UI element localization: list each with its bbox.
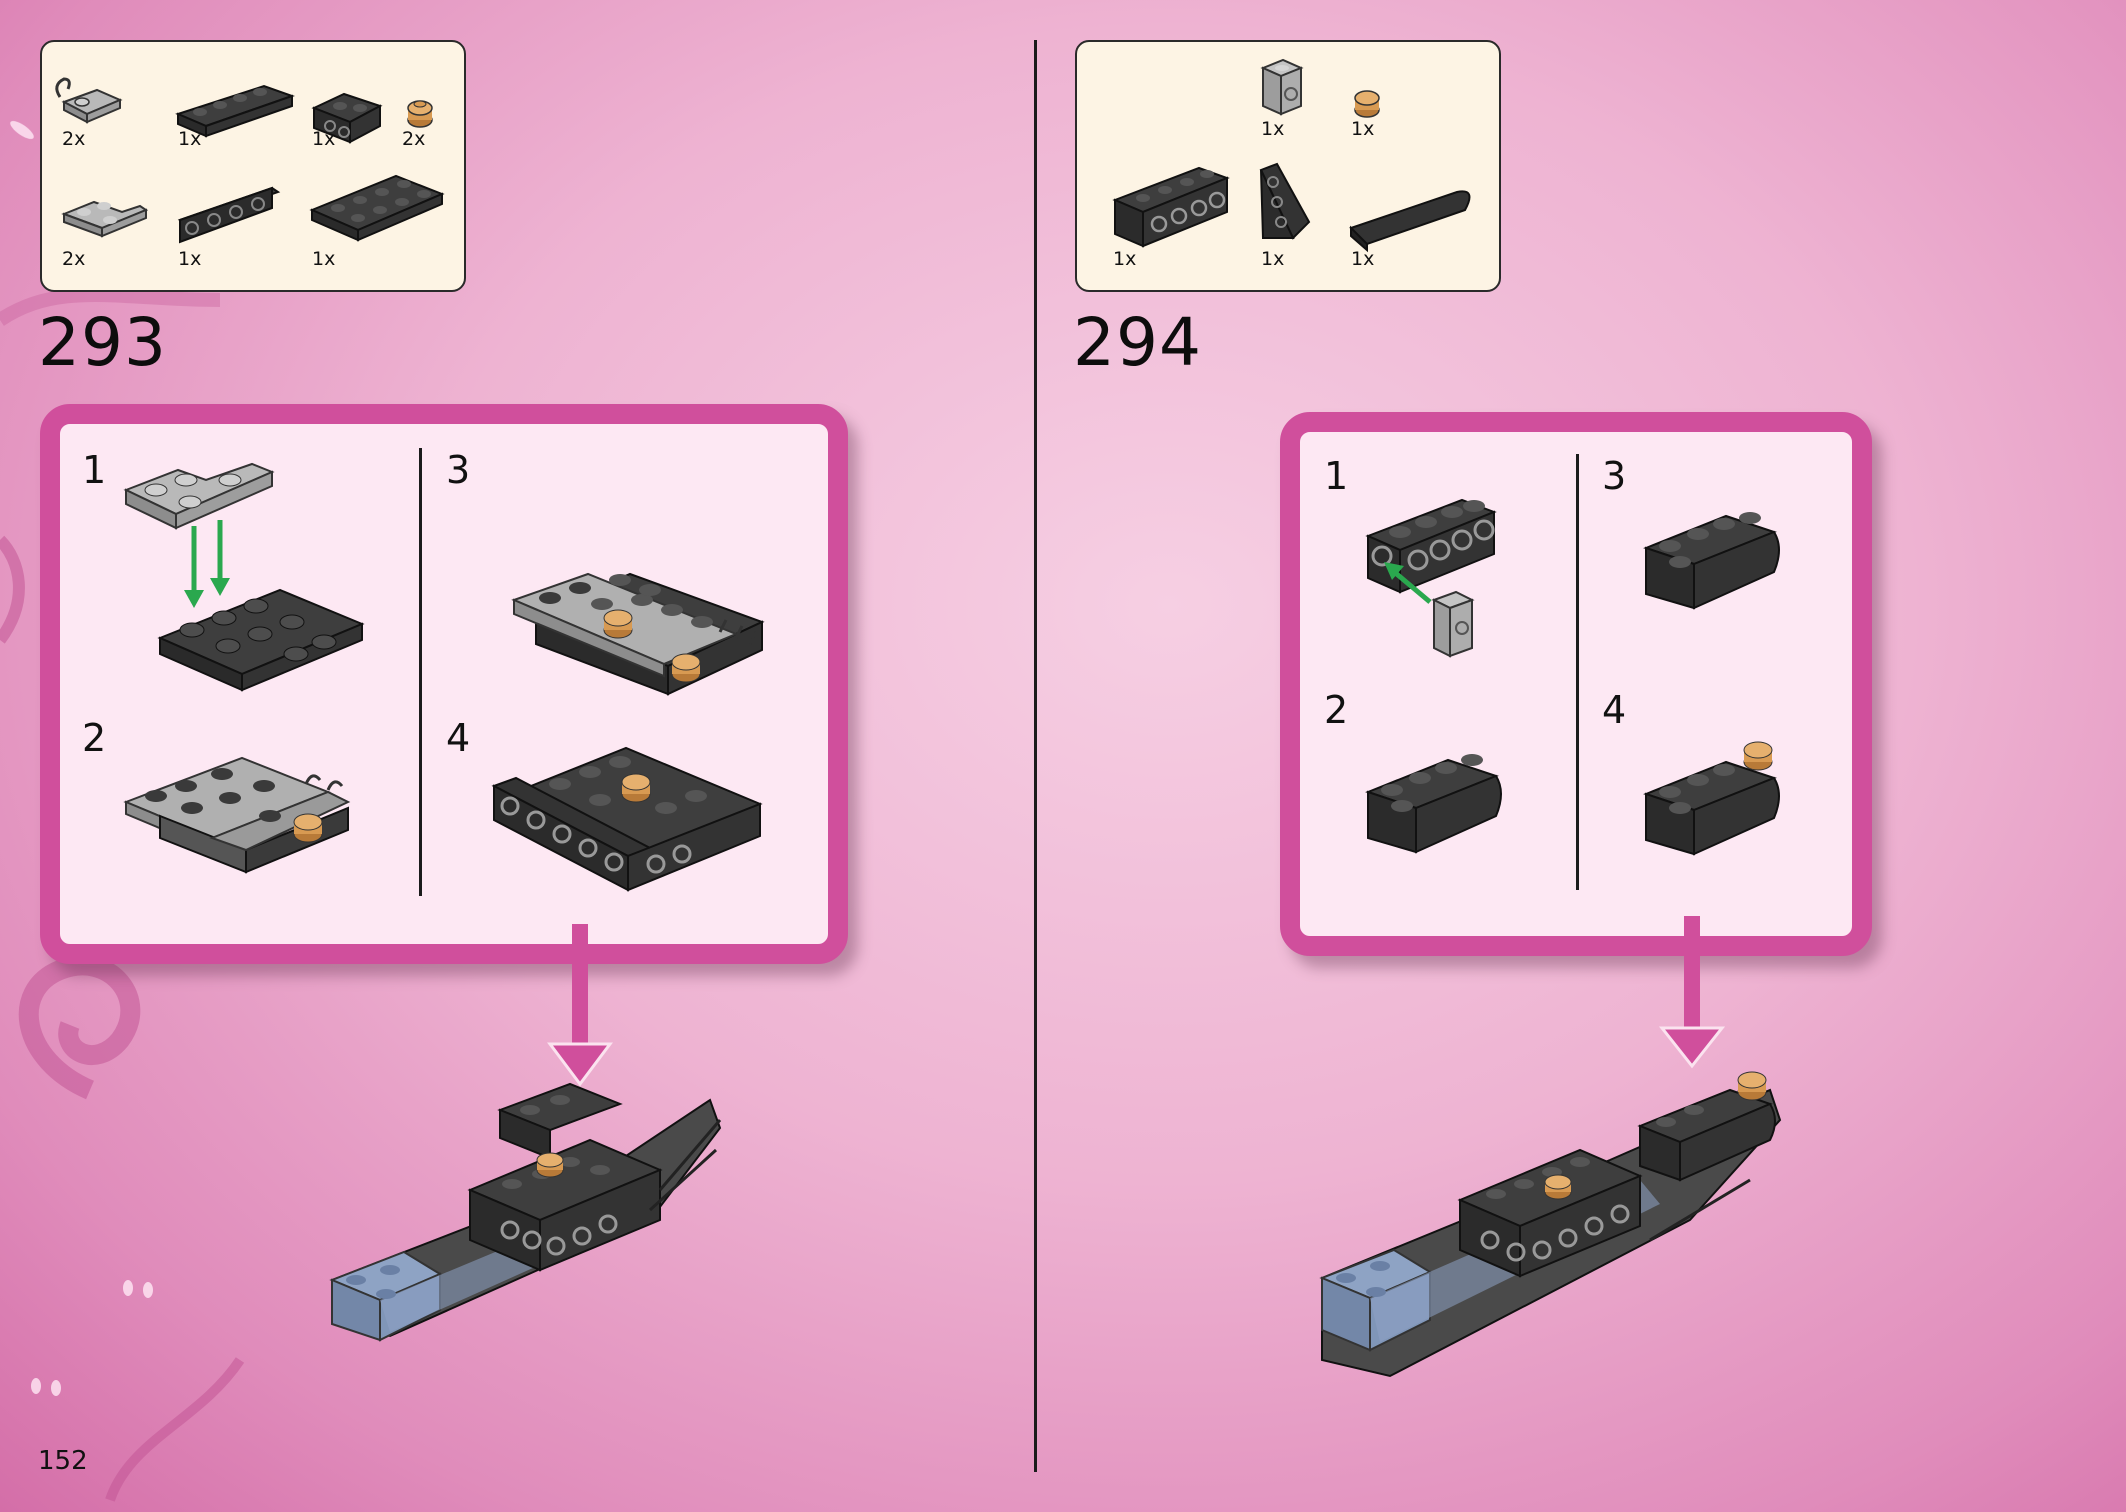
substep-1-illustration — [123, 462, 365, 692]
dark-gray-technic-brick-icon — [1112, 166, 1230, 248]
dark-gray-plate-1x4-icon — [175, 84, 296, 138]
parts-list-294: 1x 1x 1x 1x 1x — [1075, 40, 1501, 292]
substep-number: 3 — [1602, 454, 1627, 498]
assembled-model-293 — [329, 1082, 722, 1342]
substep-number: 4 — [446, 716, 471, 760]
dark-gray-bracket-plate-icon — [177, 186, 281, 244]
substep-divider — [1576, 454, 1579, 890]
part-qty: 1x — [312, 248, 336, 270]
step-number: 294 — [1073, 304, 1202, 381]
substep-number: 3 — [446, 448, 471, 492]
parts-list-icons — [55, 77, 445, 244]
assembled-model-294 — [1319, 1071, 1782, 1378]
light-gray-corner-plate-icon — [61, 200, 149, 238]
substep-divider — [419, 448, 422, 896]
page-number: 152 — [38, 1446, 88, 1476]
substep-illustrations — [1365, 498, 1780, 856]
substep-3-illustration — [511, 572, 765, 696]
part-qty: 1x — [312, 128, 336, 150]
tan-round-stud-icon — [407, 100, 433, 128]
parts-list-293: 2x 1x 1x 2x 2x 1x 1x — [40, 40, 466, 292]
swirl-decoration — [0, 288, 245, 1502]
substep-2-illustration — [123, 756, 351, 874]
part-qty: 2x — [402, 128, 426, 150]
part-qty: 1x — [1261, 118, 1285, 140]
substep-number: 2 — [82, 716, 107, 760]
substep-4-illustration — [1643, 741, 1780, 856]
light-gray-clip-plate-icon — [55, 77, 123, 124]
substep-1-illustration — [1365, 498, 1497, 658]
part-qty: 1x — [1351, 118, 1375, 140]
step-number: 293 — [38, 304, 167, 381]
down-arrow-294 — [1658, 916, 1726, 1069]
page-divider — [1034, 40, 1037, 1472]
part-qty: 1x — [1261, 248, 1285, 270]
substep-2-illustration — [1365, 754, 1502, 854]
part-qty: 1x — [178, 128, 202, 150]
glow-eyes-decoration — [10, 120, 153, 1396]
part-qty: 1x — [1351, 248, 1375, 270]
dark-gray-curved-slope-icon — [1349, 190, 1471, 253]
dark-gray-wedge-icon — [1259, 162, 1311, 240]
substep-number: 1 — [1324, 454, 1349, 498]
part-qty: 2x — [62, 248, 86, 270]
substep-frame-293: 1 2 3 4 — [40, 404, 848, 964]
substep-number: 2 — [1324, 688, 1349, 732]
light-gray-bracket-brick-icon — [1260, 58, 1304, 116]
parts-list-icons — [1112, 58, 1471, 253]
down-arrow-293 — [547, 924, 613, 1087]
substep-number: 1 — [82, 448, 107, 492]
part-qty: 1x — [178, 248, 202, 270]
substep-4-illustration — [491, 746, 763, 892]
dark-gray-slope-brick-icon — [311, 92, 383, 144]
part-qty: 1x — [1113, 248, 1137, 270]
substep-illustrations — [123, 462, 765, 892]
substep-3-illustration — [1643, 512, 1780, 610]
tan-round-stud-icon — [1354, 90, 1380, 118]
part-qty: 2x — [62, 128, 86, 150]
substep-frame-294: 1 2 3 4 — [1280, 412, 1872, 956]
substep-number: 4 — [1602, 688, 1627, 732]
dark-gray-plate-2x4-icon — [309, 174, 445, 242]
